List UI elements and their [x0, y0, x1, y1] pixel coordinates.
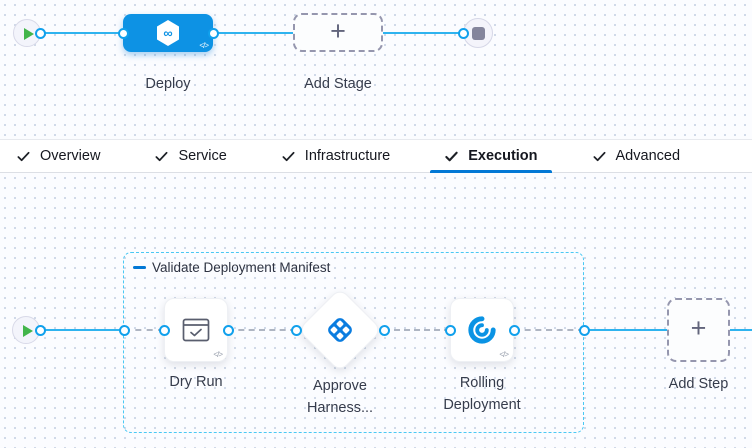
connector-line — [584, 329, 667, 331]
yaml-code-icon: </> — [499, 350, 509, 359]
add-stage-label: Add Stage — [304, 76, 372, 92]
play-icon — [24, 28, 34, 40]
svg-text:∞: ∞ — [163, 26, 172, 41]
check-icon — [155, 151, 168, 161]
play-icon — [23, 325, 33, 337]
connector-port[interactable] — [158, 324, 170, 336]
add-stage-button[interactable]: + — [293, 13, 383, 52]
connector-line — [730, 329, 752, 331]
connector-line — [213, 32, 293, 34]
connector-line — [383, 32, 463, 34]
connector-port[interactable] — [444, 324, 456, 336]
connector-port[interactable] — [118, 324, 130, 336]
dashed-connector-line — [228, 329, 296, 331]
add-step-label: Add Step — [668, 376, 729, 392]
step-label: Approve Harness... — [306, 378, 374, 416]
tab-label: Execution — [468, 148, 538, 164]
check-icon — [445, 151, 458, 161]
stage-config-tabbar: Overview Service Infrastructure Executio… — [0, 139, 752, 173]
connector-port[interactable] — [578, 324, 590, 336]
connector-port[interactable] — [34, 27, 46, 39]
check-icon — [593, 151, 606, 161]
connector-port[interactable] — [378, 324, 390, 336]
connector-line — [40, 32, 123, 34]
step-label: Dry Run — [169, 374, 223, 390]
rolling-swirl-icon — [468, 316, 496, 344]
deploy-hexagon-icon: ∞ — [157, 20, 179, 46]
tab-service[interactable]: Service — [140, 140, 240, 172]
stage-graph-canvas: ∞ </> + Deploy Add Stage — [0, 0, 752, 139]
stage-node-deploy[interactable]: ∞ </> — [123, 14, 213, 52]
tab-label: Overview — [40, 148, 101, 164]
yaml-code-icon: </> — [199, 41, 209, 50]
check-icon — [282, 151, 295, 161]
step-group-title: Validate Deployment Manifest — [152, 260, 331, 275]
tab-label: Infrastructure — [304, 148, 391, 164]
stop-icon — [472, 27, 485, 40]
connector-line — [40, 329, 124, 331]
step-group-header: Validate Deployment Manifest — [133, 260, 330, 275]
dashed-connector-line — [514, 329, 584, 331]
step-node-dry-run[interactable]: </> — [164, 298, 228, 362]
connector-port[interactable] — [34, 324, 46, 336]
approval-diamond-icon — [323, 313, 357, 352]
connector-port[interactable] — [207, 27, 219, 39]
dashed-connector-line — [124, 329, 164, 331]
yaml-code-icon: </> — [213, 350, 223, 359]
add-step-button[interactable]: + — [667, 298, 730, 362]
tab-label: Advanced — [615, 148, 681, 164]
check-icon — [17, 151, 30, 161]
plus-icon: + — [690, 313, 707, 343]
tab-advanced[interactable]: Advanced — [578, 140, 695, 172]
tab-overview[interactable]: Overview — [2, 140, 114, 172]
tab-infrastructure[interactable]: Infrastructure — [267, 140, 404, 172]
collapse-group-icon[interactable] — [133, 266, 146, 269]
tab-label: Service — [178, 148, 227, 164]
step-label: Rolling Deployment — [443, 375, 521, 413]
execution-graph-canvas: Validate Deployment Manifest </> — [0, 173, 752, 448]
connector-port[interactable] — [117, 27, 129, 39]
connector-port[interactable] — [457, 27, 469, 39]
step-group-container — [123, 252, 584, 433]
connector-port[interactable] — [222, 324, 234, 336]
dashed-connector-line — [384, 329, 450, 331]
step-node-rolling-deployment[interactable]: </> — [450, 298, 514, 362]
plus-icon: + — [330, 15, 346, 46]
connector-port[interactable] — [290, 324, 302, 336]
window-check-icon — [182, 318, 210, 342]
stage-label: Deploy — [145, 76, 191, 92]
tab-execution[interactable]: Execution — [430, 140, 552, 173]
connector-port[interactable] — [508, 324, 520, 336]
